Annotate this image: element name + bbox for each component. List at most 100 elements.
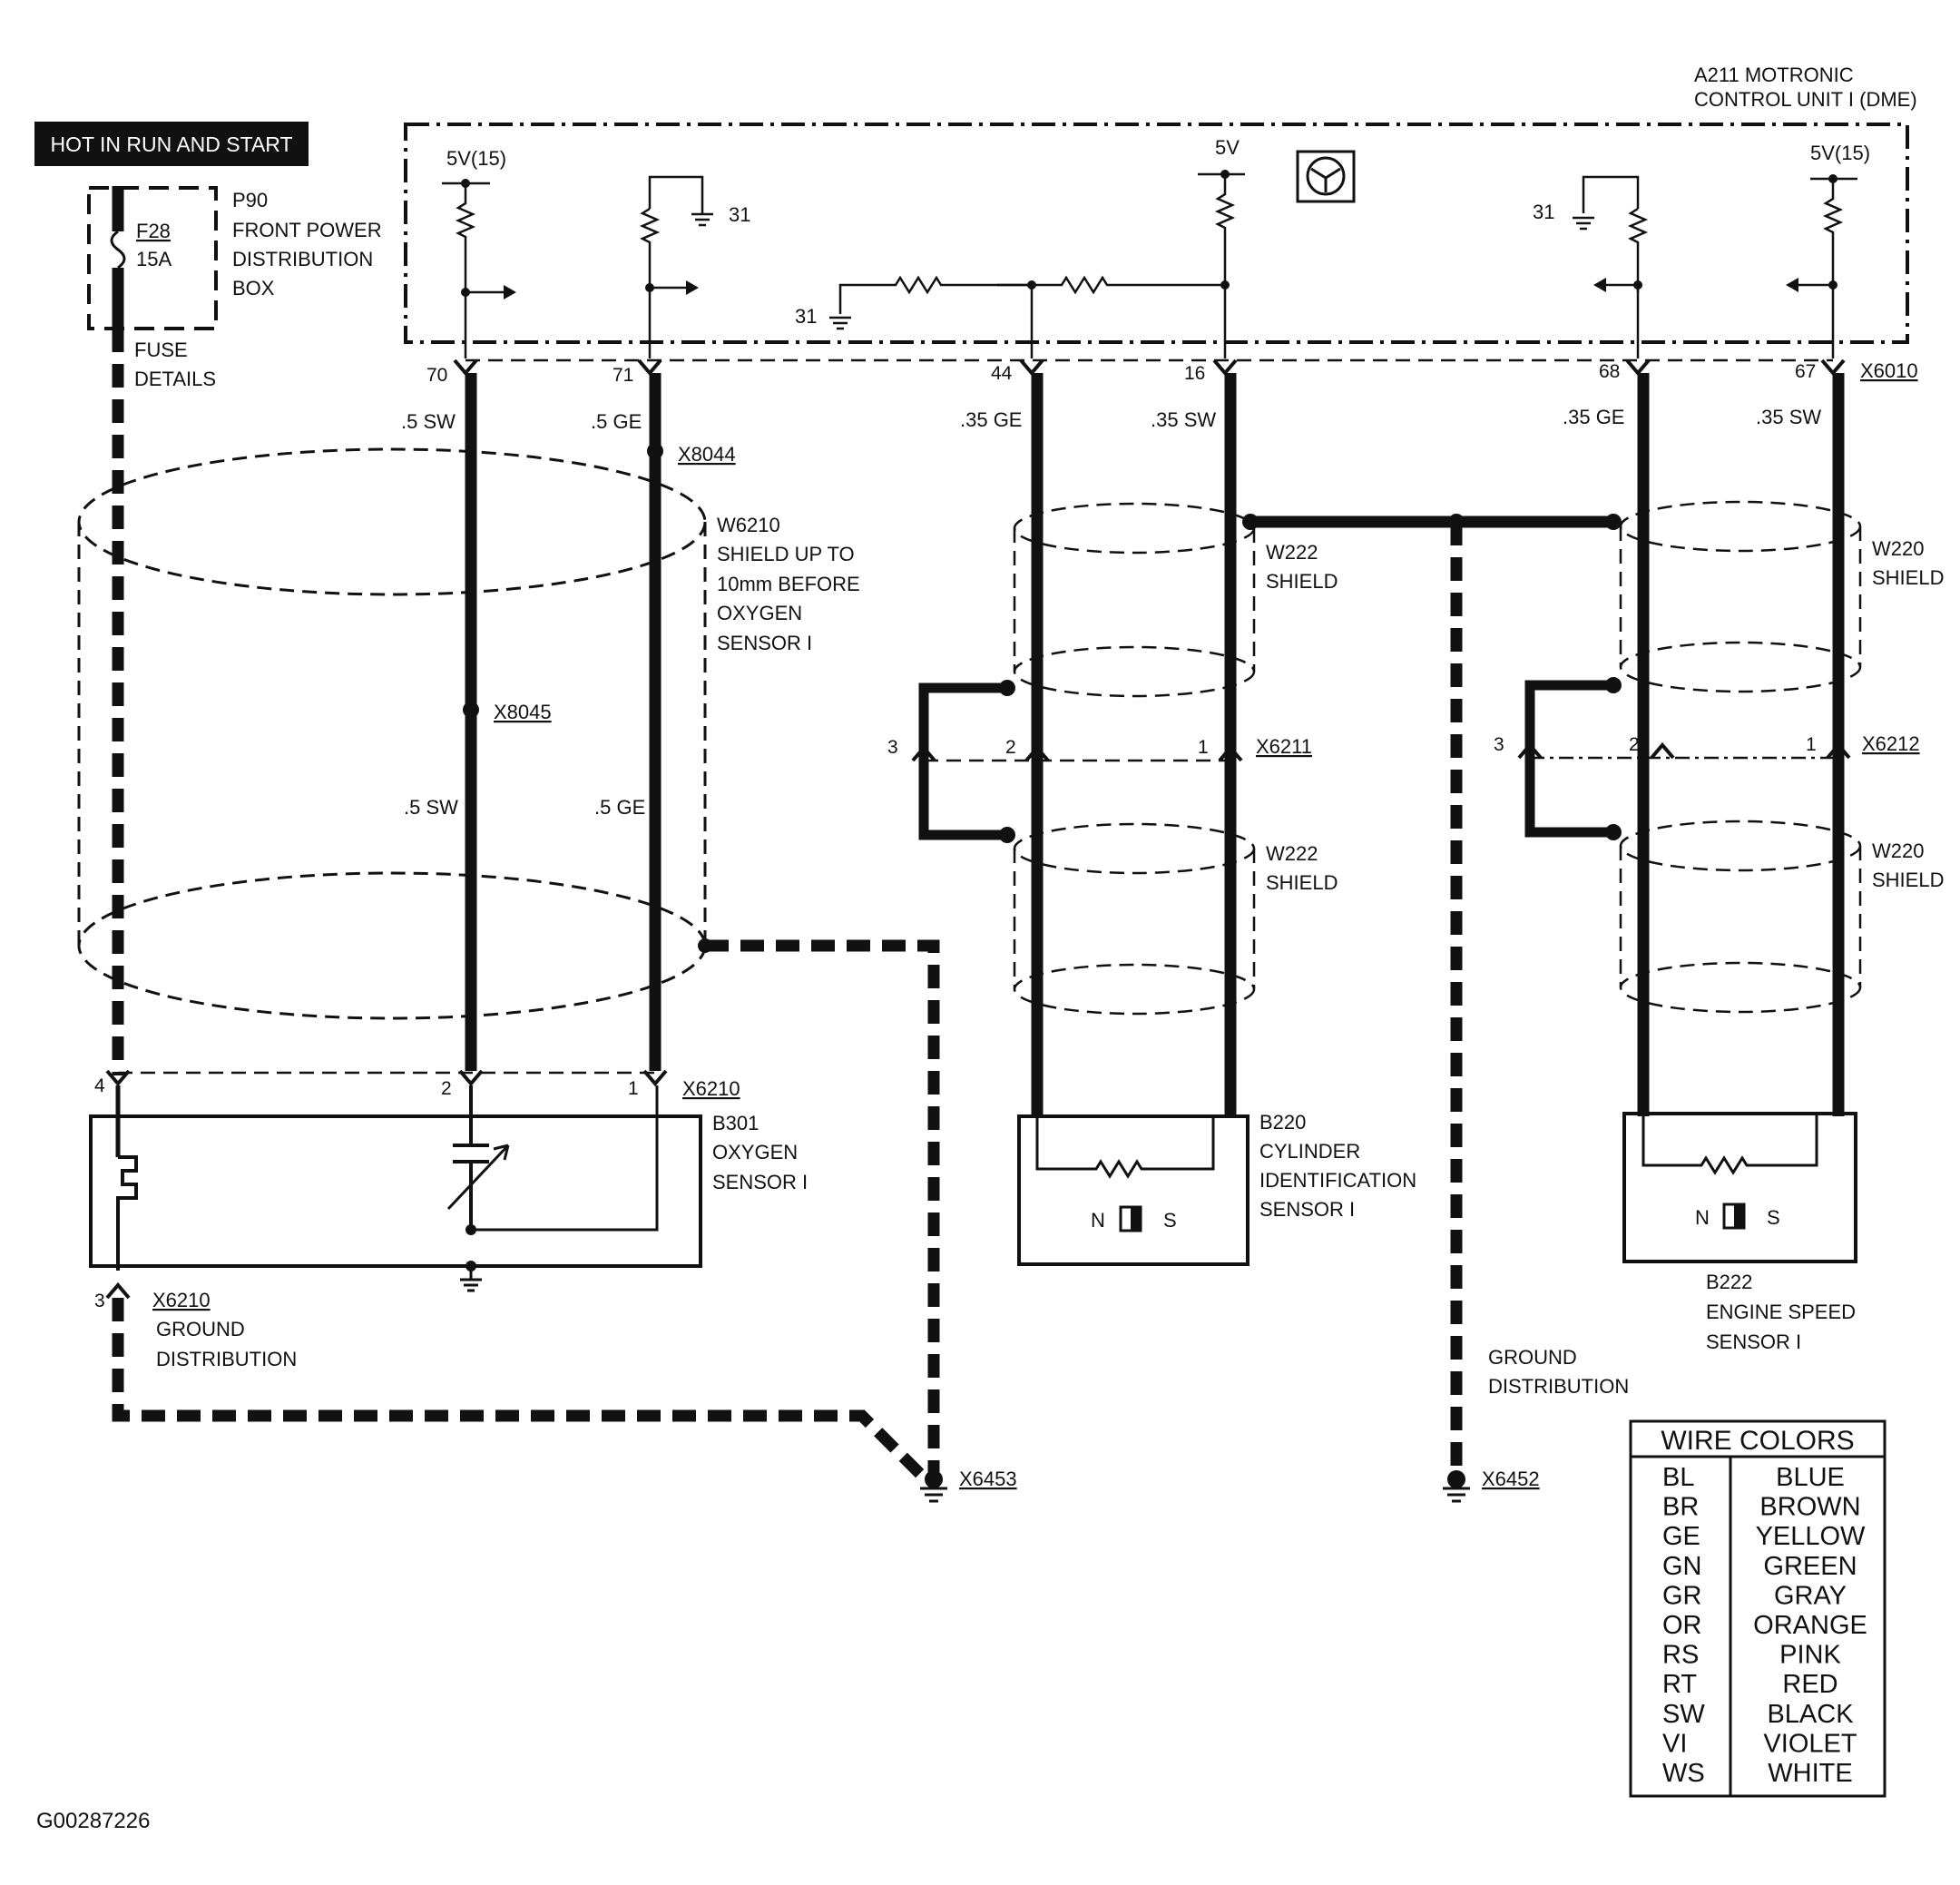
v5-15-left: 5V(15) xyxy=(446,147,506,170)
wire-16-label: .35 SW xyxy=(1151,408,1216,431)
ground-dist-right-2: DISTRIBUTION xyxy=(1488,1375,1629,1398)
legend-frame xyxy=(1629,1419,1886,1798)
legend-color-name: ORANGE xyxy=(1753,1611,1867,1640)
fuse-details-1: FUSE xyxy=(134,339,188,361)
dme-label-2: CONTROL UNIT I (DME) xyxy=(1694,88,1917,111)
w222-lower-bottom xyxy=(1013,963,1256,1016)
legend-code: GE xyxy=(1662,1522,1700,1551)
transistor-icon-frame xyxy=(1296,150,1356,203)
fuse-rating: 15A xyxy=(136,248,172,270)
cylinder-id-sensor-box xyxy=(1017,1114,1250,1266)
x6211-pin-3: 3 xyxy=(887,737,898,758)
ground-x6452-dot xyxy=(1447,1470,1465,1488)
engine-speed-coil-lines xyxy=(1642,1114,1818,1175)
w220-drain-link xyxy=(1524,680,1613,838)
w6210-label-5: SENSOR I xyxy=(717,632,812,654)
ground-x6452: X6452 xyxy=(1482,1468,1540,1490)
x6211-pin1-marker xyxy=(1218,744,1243,762)
x6210-pin-1: 1 xyxy=(628,1078,639,1099)
hot-label: HOT IN RUN AND START xyxy=(50,133,292,156)
connector-x6211: X6211 xyxy=(1256,735,1312,758)
legend-code: OR xyxy=(1662,1611,1702,1640)
legend-color-name: BROWN xyxy=(1759,1493,1860,1522)
legend-color-name: WHITE xyxy=(1768,1759,1852,1788)
b220-n: N xyxy=(1091,1209,1105,1232)
pullup-resistor-67 xyxy=(1822,179,1844,285)
ground-31-divider-icon xyxy=(829,316,851,330)
w222-drain-dot-top xyxy=(999,680,1015,696)
arrow-67 xyxy=(1786,278,1798,292)
w220-upper-bottom xyxy=(1619,641,1862,693)
w220-lower-bottom xyxy=(1619,961,1862,1014)
pulldown-resistor-71 xyxy=(639,207,661,286)
w220-upper-label: W220 xyxy=(1872,537,1924,560)
w220-drain-dot-bottom xyxy=(1605,824,1622,840)
pin-70: 70 xyxy=(426,365,447,386)
legend-color-name: BLACK xyxy=(1767,1700,1854,1729)
wire-68-label: .35 GE xyxy=(1563,406,1624,428)
v5-15-right: 5V(15) xyxy=(1810,142,1870,164)
cylinder-id-coil-lines xyxy=(1035,1116,1215,1179)
x6212-pin1-marker xyxy=(1826,741,1851,760)
legend-code: SW xyxy=(1662,1700,1705,1729)
ground-31-right: 31 xyxy=(1533,201,1554,223)
pin-4-label: 4 xyxy=(94,1075,105,1096)
pin-4-connector xyxy=(105,1069,131,1087)
legend-color-name: PINK xyxy=(1779,1641,1841,1670)
b301-label-3: SENSOR I xyxy=(712,1171,808,1193)
shield-bus-dot-right xyxy=(1605,514,1622,530)
ground-x6452-icon xyxy=(1443,1487,1470,1503)
b222-label-2: ENGINE SPEED xyxy=(1706,1301,1856,1323)
legend-code: BL xyxy=(1662,1463,1694,1492)
w222-drain-dot-bottom xyxy=(999,827,1015,843)
w6210-label-2: SHIELD UP TO xyxy=(717,543,855,565)
x6211-pin2-marker xyxy=(1024,744,1050,762)
w222-upper-top xyxy=(1013,502,1256,555)
dme-label-1: A211 MOTRONIC xyxy=(1694,64,1854,86)
fuse-box-label-2: FRONT POWER xyxy=(232,219,382,241)
w6210-shield-top xyxy=(77,447,707,596)
x6210-pin-3: 3 xyxy=(94,1291,105,1311)
wire-70-label-top: .5 SW xyxy=(401,410,456,433)
legend-code: RS xyxy=(1662,1641,1699,1670)
wire-67-label: .35 SW xyxy=(1756,406,1821,428)
legend-code: VI xyxy=(1662,1729,1687,1758)
w222-lower-shield: SHIELD xyxy=(1266,871,1338,894)
shield-bus-dot-left xyxy=(1242,514,1259,530)
w222-drain-link xyxy=(918,682,1007,840)
b220-label-3: IDENTIFICATION xyxy=(1259,1169,1416,1192)
ground-x6453-icon xyxy=(920,1487,947,1503)
legend-color-name: GREEN xyxy=(1763,1552,1857,1581)
arrow-71 xyxy=(686,280,699,295)
arrow-68 xyxy=(1593,278,1606,292)
w220-upper-top xyxy=(1619,500,1862,553)
fuse-id: F28 xyxy=(136,220,171,242)
magnet-icon-b222-fill xyxy=(1734,1204,1744,1228)
x6210-pin2-marker xyxy=(458,1069,484,1087)
w222-upper-shield: SHIELD xyxy=(1266,570,1338,593)
b222-s: S xyxy=(1767,1206,1780,1229)
splice-x8045-dot xyxy=(463,702,479,718)
ground-dist-left-wire xyxy=(112,1298,930,1484)
sensor-case-ground-icon xyxy=(460,1266,482,1292)
w220-lower-shield: SHIELD xyxy=(1872,869,1944,891)
x6210-pin3-marker xyxy=(105,1281,131,1300)
x6212-pin-1: 1 xyxy=(1806,734,1817,755)
x6010-pin-markers xyxy=(453,358,1846,377)
pulldown-68-top xyxy=(1582,175,1640,213)
pin-67: 67 xyxy=(1795,361,1816,382)
splice-x8044-dot xyxy=(647,443,663,459)
signal-return-line xyxy=(471,1085,659,1232)
connector-x6210-bottom: X6210 xyxy=(152,1289,211,1311)
pin-44: 44 xyxy=(991,363,1013,384)
legend-color-name: GRAY xyxy=(1774,1581,1847,1610)
w6210-label-1: W6210 xyxy=(717,514,780,536)
legend-title: WIRE COLORS xyxy=(1661,1426,1854,1456)
wire-71-label-top: .5 GE xyxy=(591,410,642,433)
wire-70-label-mid: .5 SW xyxy=(404,796,458,819)
pin-71: 71 xyxy=(612,365,633,386)
divider-resistor-right xyxy=(997,275,1225,295)
heater-element-icon xyxy=(116,1155,138,1271)
transistor-icon xyxy=(1306,156,1346,196)
